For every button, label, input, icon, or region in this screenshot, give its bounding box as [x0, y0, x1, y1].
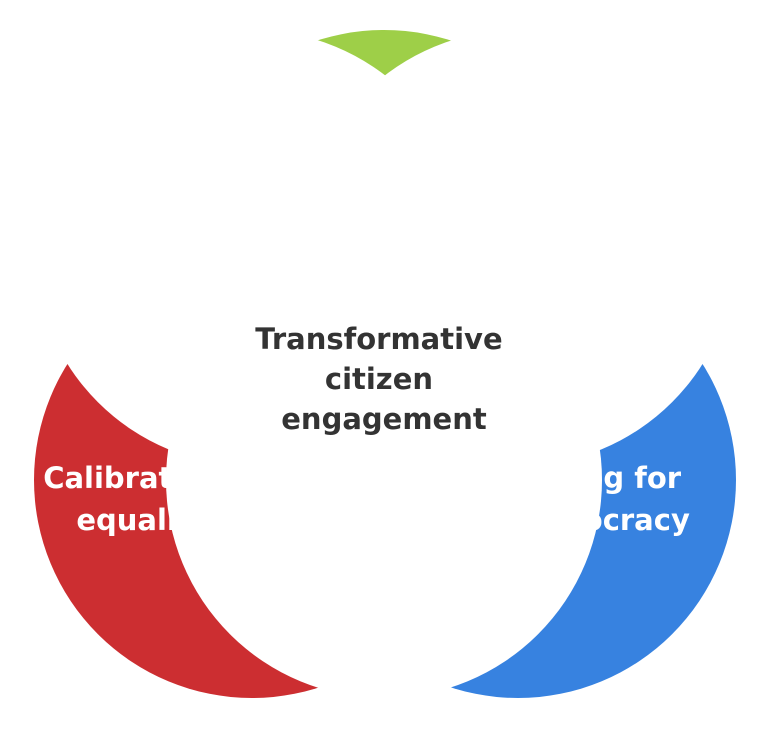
label-top-line-2: accountability	[268, 177, 500, 211]
center-region-lobe-right	[34, 30, 470, 466]
label-right-line-1: Coding for	[511, 461, 682, 495]
center-label-line-2: citizen	[325, 362, 433, 396]
label-top-line-1: Norming for	[280, 135, 478, 169]
label-top: Norming for accountability	[268, 135, 500, 211]
label-left: Calibrating for equality	[43, 461, 291, 537]
label-left-line-2: equality	[76, 503, 209, 537]
label-left-line-1: Calibrating for	[43, 461, 281, 495]
center-label-line-3: engagement	[281, 402, 487, 436]
label-right-line-2: democracy	[512, 503, 690, 537]
center-label: Transformative citizen engagement	[255, 322, 513, 436]
center-label-line-1: Transformative	[255, 322, 502, 356]
label-right: Coding for democracy	[511, 461, 691, 537]
